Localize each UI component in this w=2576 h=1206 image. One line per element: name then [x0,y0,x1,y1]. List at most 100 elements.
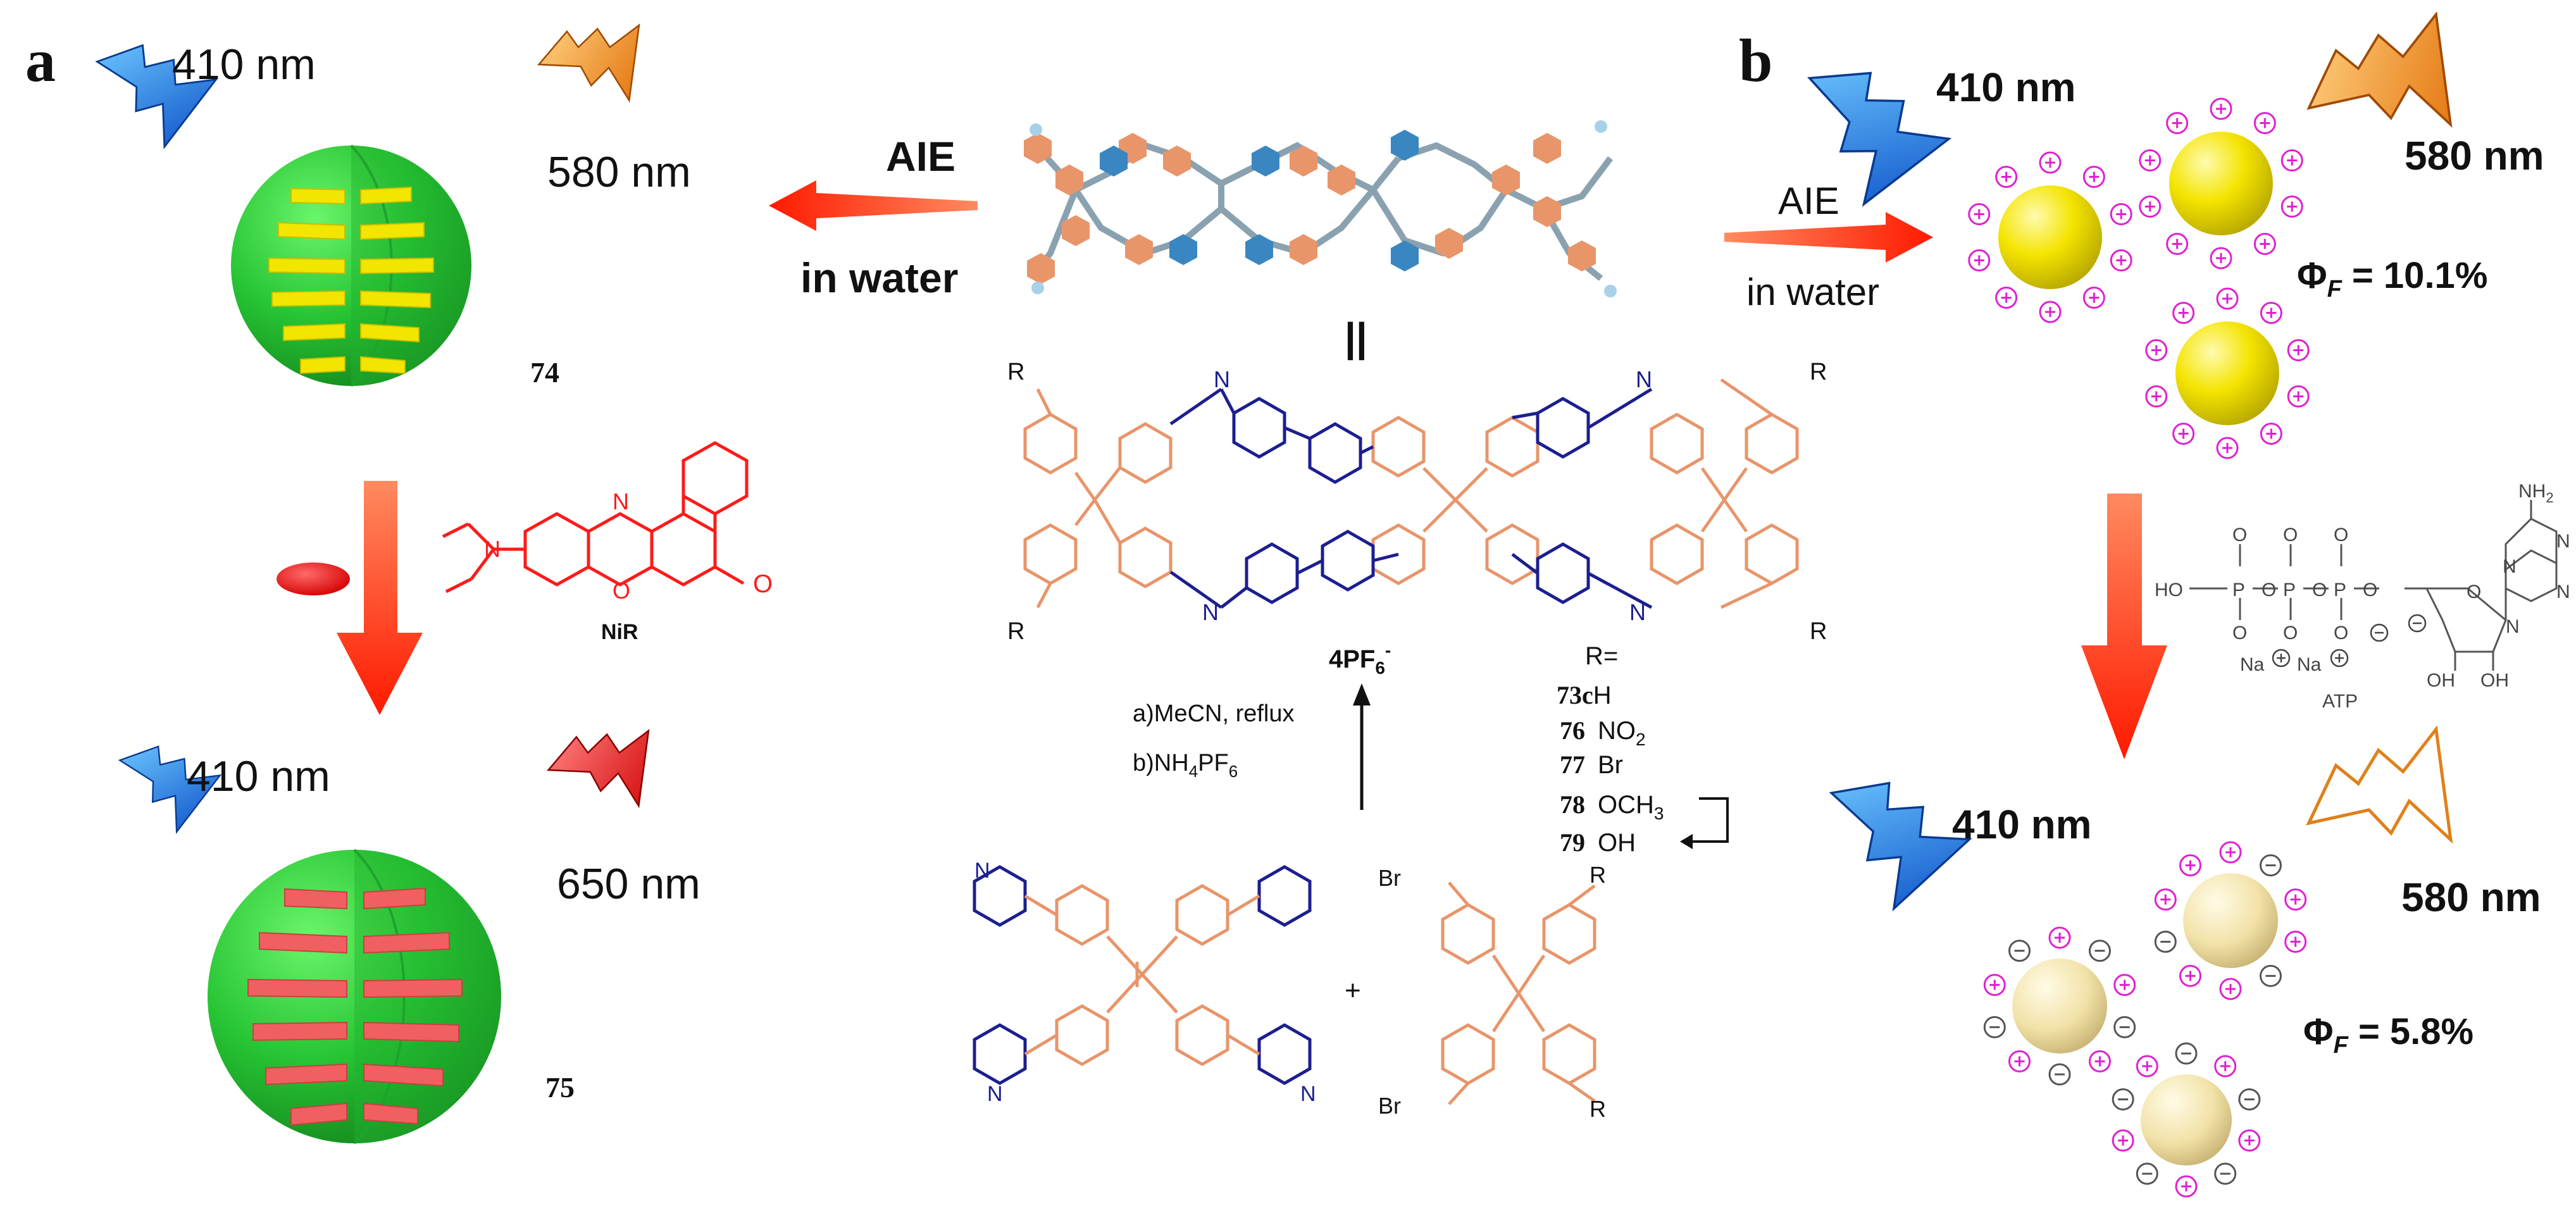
panel-a: a 410 nm 580 nm [25,23,773,1145]
sphere-id-74: 74 [530,356,559,389]
emission-bolt-icon [2306,11,2453,128]
b-top-excitation: 410 nm [1936,65,2076,110]
red-arrow-left [769,180,978,231]
svg-text:O: O [2312,580,2327,600]
svg-text:O: O [2232,525,2247,545]
excitation-bolt-icon [1807,71,1952,207]
a-bottom-emission: 650 nm [557,860,700,908]
plus-sign: + [1345,975,1361,1006]
pyridinium-n: N [1214,366,1230,392]
b-arrow-label-water: in water [1746,271,1879,313]
nanoparticle-cluster-top [1998,132,2279,425]
nanoparticle-cluster-bottom [2012,873,2278,1166]
excitation-bolt-icon [118,745,222,835]
emission-bolt-icon [546,728,650,809]
nir-label: NiR [601,620,638,644]
r-group-label: R [1810,618,1827,645]
svg-text:P: P [2334,580,2346,600]
center-arrow-label-aie: AIE [886,133,955,180]
svg-text:Na: Na [2297,654,2322,675]
nir-o-atom: O [613,578,630,604]
excitation-bolt-icon [1829,781,1972,912]
b-bottom-quantum-yield: ΦF = 5.8% [2303,1011,2473,1059]
bromo-label: Br [1378,865,1401,891]
pyridine-n: N [1300,1082,1316,1106]
b-top-quantum-yield: ΦF = 10.1% [2297,255,2487,302]
nanoparticle [2012,959,2107,1054]
svg-text:P: P [2232,580,2245,600]
bromo-label: Br [1378,1093,1401,1119]
sphere-id-75: 75 [545,1071,575,1103]
panel-b: b AIE in water 410 nm 580 nm ΦF = 10.1% [1724,11,2570,1198]
emission-bolt-icon [537,23,640,103]
red-arrow-down [2081,494,2167,759]
conversion-arrow [1693,797,1729,843]
r-group-label: R [1590,862,1606,888]
nanoparticle [2169,132,2273,235]
nanoparticle-sphere-75 [208,849,501,1145]
charge-markers-bottom [1983,841,2307,1198]
panel-a-label: a [25,27,56,94]
svg-text:O: O [2334,525,2348,545]
tetrapyridyl-tpe [973,865,1312,1085]
conversion-arrowhead [1680,834,1693,849]
nanoparticle-sphere-74 [231,144,471,387]
nanoparticle [2141,1074,2232,1166]
nanoparticle [2175,321,2279,425]
pyridinium-n: N [1629,599,1646,625]
atp-charge-icons [2272,614,2427,668]
svg-text:O: O [2334,623,2348,643]
substituent-row: 73cH [1557,681,1612,709]
svg-text:O: O [2232,623,2247,643]
nir-amine-n: N [484,536,501,562]
cage-molecule [1023,378,1799,609]
svg-text:O: O [2262,580,2276,600]
svg-text:P: P [2283,580,2296,600]
svg-text:O: O [2283,623,2298,643]
atp-labels: HO P P P O O O O O O O O O O NH2 N N N N… [2155,481,2570,712]
a-top-emission: 580 nm [547,148,691,196]
pyridinium-n: N [1202,599,1219,625]
b-bottom-excitation: 410 nm [1952,802,2092,847]
r-group-label: R [1590,1096,1606,1122]
svg-text:N: N [2556,531,2570,552]
svg-text:OH: OH [2480,670,2509,691]
quenched-emission-bolt-icon [2306,725,2453,844]
svg-text:N: N [2506,616,2520,637]
red-arrow-right [1724,212,1933,263]
r-equals-label: R= [1585,642,1618,670]
charge-markers-top [1968,97,2310,459]
excitation-bolt-icon [95,44,218,149]
b-top-emission: 580 nm [2405,133,2544,178]
atp-structure [2189,500,2558,671]
nanoparticle [2183,873,2278,968]
counterion: 4PF6- [1329,640,1391,678]
nir-carbonyl-o: O [753,570,773,598]
svg-text:O: O [2467,581,2481,602]
nanoparticle [1998,185,2102,289]
equivalence-sign: || [1345,314,1367,361]
pyridinium-n: N [1636,366,1652,392]
svg-text:NH2: NH2 [2518,481,2554,506]
a-bottom-excitation: 410 nm [187,752,330,800]
b-bottom-emission: 580 nm [2401,874,2541,920]
svg-text:HO: HO [2155,580,2183,600]
panel-b-label: b [1739,27,1772,94]
pyridine-n: N [974,859,990,883]
nir-n-atom: N [613,488,629,514]
svg-text:OH: OH [2427,670,2455,691]
cage-cartoon [1024,120,1617,297]
r-group-label: R [1007,359,1024,385]
dye-ellipse-icon [277,563,350,595]
svg-text:N: N [2503,556,2517,577]
center-arrow-label-water: in water [800,254,958,301]
bis-bromomethyl-tpe [1441,881,1596,1105]
svg-text:O: O [2283,525,2298,545]
condition-b: b)NH4PF6 [1133,750,1238,781]
r-group-label: R [1810,359,1827,385]
